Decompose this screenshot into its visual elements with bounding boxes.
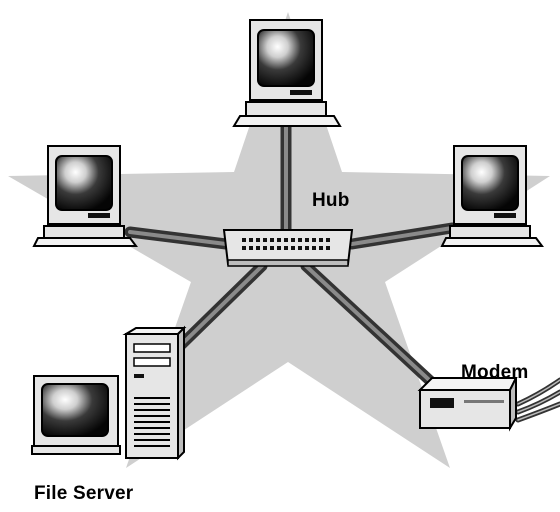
computer-icon xyxy=(32,145,138,247)
modem-icon xyxy=(417,377,518,432)
cable-left-computer xyxy=(124,226,232,250)
cable-file-server xyxy=(172,260,268,354)
hub-icon xyxy=(222,229,354,267)
file-server-icon xyxy=(122,325,187,461)
file-server-monitor-icon xyxy=(31,375,121,455)
modem-phone-lines xyxy=(515,377,560,423)
file-server-label: File Server xyxy=(34,483,134,504)
computer-icon xyxy=(232,19,342,127)
cable-modem xyxy=(300,260,446,396)
cable-right-computer xyxy=(346,222,458,250)
modem-label: Modem xyxy=(461,362,529,383)
hub-label: Hub xyxy=(312,190,350,211)
computer-icon xyxy=(440,145,544,247)
network-cables xyxy=(124,120,560,423)
